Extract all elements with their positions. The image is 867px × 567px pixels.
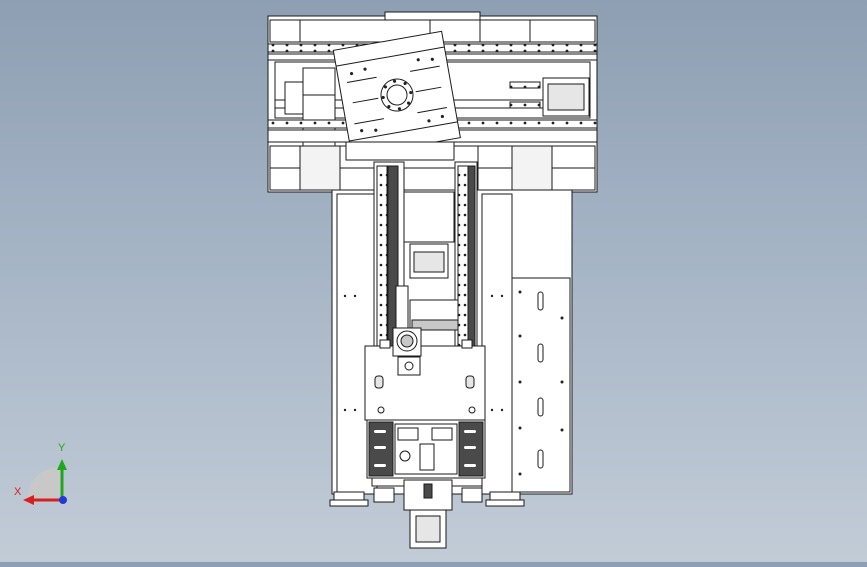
screw-support-top [403, 191, 455, 243]
rotary-table [332, 30, 461, 158]
triad-labels: Y X [10, 440, 74, 510]
spindle-head [364, 345, 486, 421]
triad-plane-shade [27, 467, 62, 502]
side-slots [537, 291, 544, 469]
coordinate-triad [23, 459, 67, 505]
top-cap [384, 11, 481, 21]
left-coupling [284, 81, 306, 115]
x-axis-label: X [14, 486, 22, 498]
foot-right [489, 491, 521, 501]
z-axis-dot [59, 496, 67, 504]
rotary-base [345, 141, 455, 161]
machine-assembly [267, 11, 598, 549]
side-holes [343, 290, 564, 476]
y-axis-label: Y [58, 442, 66, 454]
foot-left [333, 491, 365, 501]
